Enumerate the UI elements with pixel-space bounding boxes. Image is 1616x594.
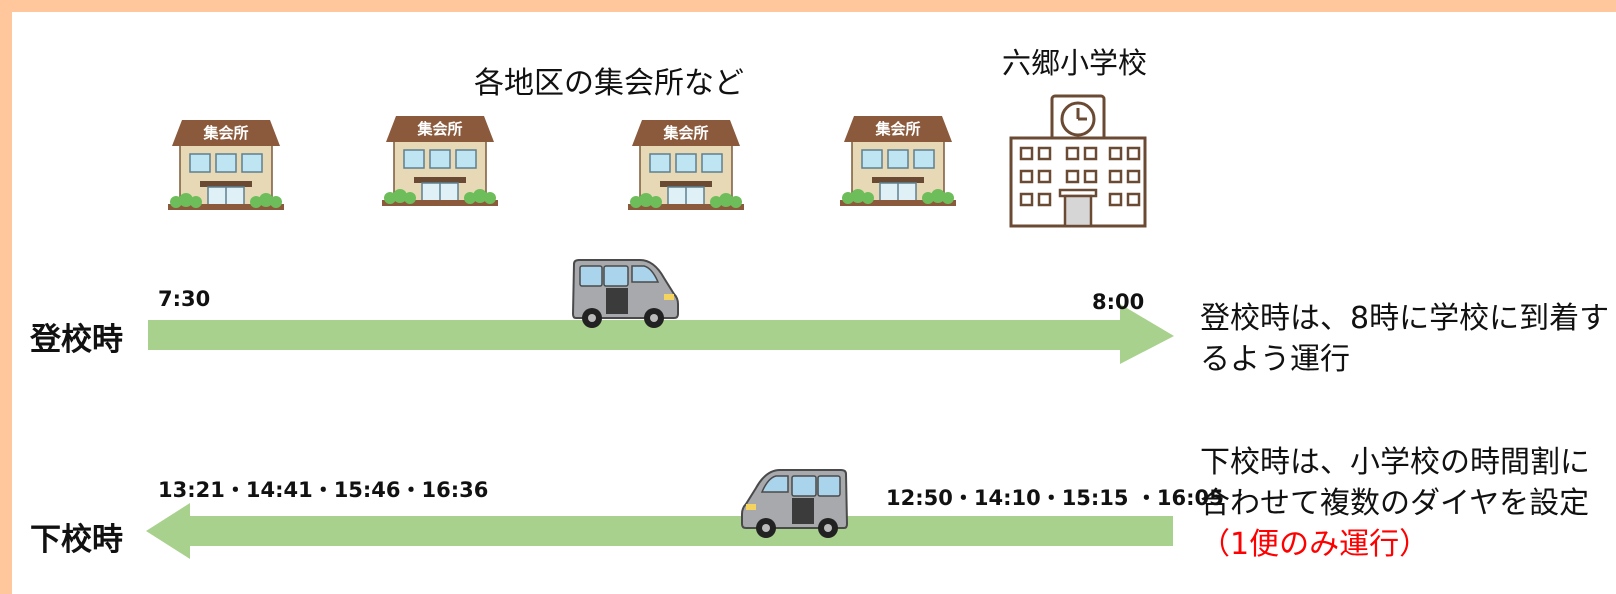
van-return-icon [741, 469, 849, 538]
departure-arrow [148, 304, 1174, 364]
community-center-building-icon: 集会所 [382, 114, 498, 214]
van-departure-icon [571, 259, 679, 328]
departure-start-time: 7:30 [158, 287, 211, 311]
departure-side-label: 登校時 [30, 322, 123, 358]
community-center-sign: 集会所 [203, 124, 249, 142]
departure-description-line1: 登校時は、8時に学校に到着す [1200, 301, 1610, 336]
community-center-building-icon: 集会所 [628, 118, 744, 218]
return-description-note: （1便のみ運行） [1200, 527, 1430, 562]
school-label: 六郷小学校 [1002, 46, 1148, 80]
departure-end-time: 8:00 [1092, 290, 1145, 314]
school-building-icon [1009, 94, 1147, 228]
return-times-right: 12:50・14:10・15:15 ・16:05 [886, 486, 1224, 510]
return-side-label: 下校時 [30, 522, 123, 558]
return-times-left: 13:21・14:41・15:46・16:36 [158, 478, 489, 502]
return-description-line2: 合わせて複数のダイヤを設定 [1200, 486, 1590, 521]
return-description-line1: 下校時は、小学校の時間割に [1200, 445, 1590, 480]
community-centers-label: 各地区の集会所など [474, 66, 744, 101]
community-center-sign: 集会所 [663, 124, 709, 142]
departure-description-line2: るよう運行 [1200, 342, 1350, 377]
community-center-sign: 集会所 [875, 120, 921, 138]
community-center-sign: 集会所 [417, 120, 463, 138]
community-center-building-icon: 集会所 [168, 118, 284, 218]
community-center-building-icon: 集会所 [840, 114, 956, 214]
return-description: 下校時は、小学校の時間割に 合わせて複数のダイヤを設定 （1便のみ運行） [1200, 442, 1590, 565]
departure-description: 登校時は、8時に学校に到着す るよう運行 [1200, 298, 1609, 380]
return-arrow [146, 503, 1173, 559]
